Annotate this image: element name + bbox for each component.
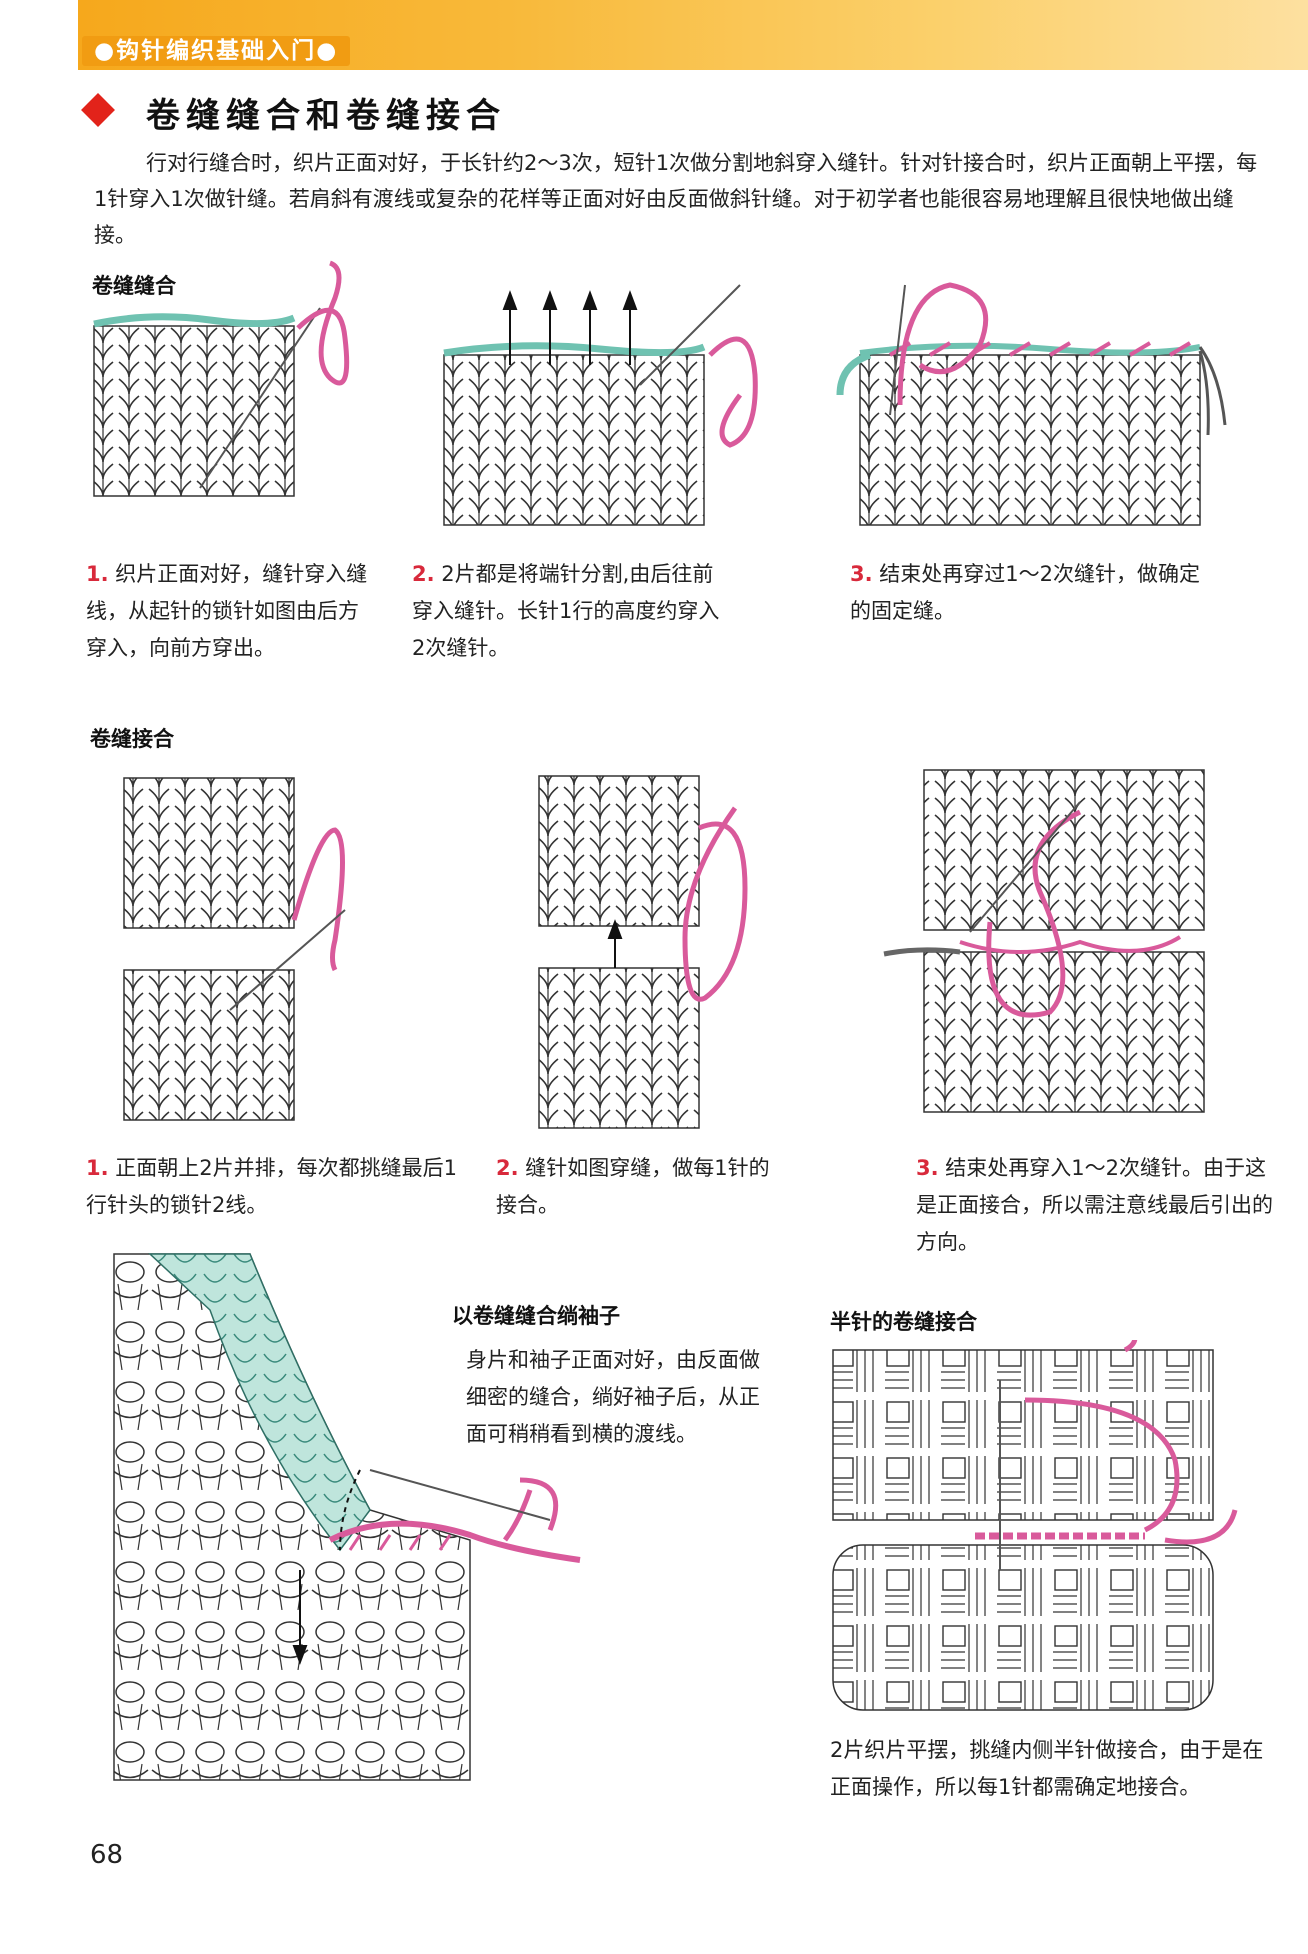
step-text: 2片都是将端针分割,由后往前穿入缝针。长针1行的高度约穿入2次缝针。 [412, 562, 720, 660]
part1-step-2: 2. 2片都是将端针分割,由后往前穿入缝针。长针1行的高度约穿入2次缝针。 [412, 556, 722, 667]
figure-sleeve-seam [113, 1253, 581, 1781]
section-title: 卷缝缝合和卷缝接合 [146, 96, 506, 136]
step-number: 1. [86, 1156, 109, 1180]
part1-step-1: 1. 织片正面对好，缝针穿入缝线，从起针的锁针如图由后方穿入，向前方穿出。 [86, 556, 376, 667]
series-tag: ●钩针编织基础入门● [82, 36, 351, 66]
figure-seam-step-2 [443, 284, 758, 526]
half-title: 半针的卷缝接合 [830, 1310, 977, 1334]
part2-step-2: 2. 缝针如图穿缝，做每1针的接合。 [496, 1150, 786, 1224]
intro-text: 行对行缝合时，织片正面对好，于长针约2～3次，短针1次做分割地斜穿入缝针。针对针… [94, 151, 1258, 247]
step-text: 正面朝上2片并排，每次都挑缝最后1行针头的锁针2线。 [86, 1156, 458, 1217]
title-diamond-icon [81, 93, 115, 127]
step-number: 2. [412, 562, 435, 586]
step-number: 1. [86, 562, 109, 586]
part1-title: 卷缝缝合 [92, 274, 176, 298]
figure-seam-step-3 [836, 282, 1227, 526]
figure-join-step-2 [538, 775, 748, 1129]
part2-step-1: 1. 正面朝上2片并排，每次都挑缝最后1行针头的锁针2线。 [86, 1150, 466, 1224]
step-text: 织片正面对好，缝针穿入缝线，从起针的锁针如图由后方穿入，向前方穿出。 [86, 562, 368, 660]
sleeve-text: 身片和袖子正面对好，由反面做细密的缝合，绱好袖子后，从正面可稍稍看到横的渡线。 [466, 1348, 760, 1446]
figure-join-step-1 [123, 777, 346, 1121]
step-text: 结束处再穿入1～2次缝针。由于这是正面接合，所以需注意线最后引出的方向。 [916, 1156, 1273, 1254]
step-number: 3. [850, 562, 873, 586]
step-text: 结束处再穿过1～2次缝针，做确定的固定缝。 [850, 562, 1201, 623]
step-text: 缝针如图穿缝，做每1针的接合。 [496, 1156, 770, 1217]
part1-step-3: 3. 结束处再穿过1～2次缝针，做确定的固定缝。 [850, 556, 1210, 630]
figure-join-step-3 [883, 769, 1205, 1113]
part2-title: 卷缝接合 [90, 727, 174, 751]
step-number: 3. [916, 1156, 939, 1180]
intro-paragraph: 行对行缝合时，织片正面对好，于长针约2～3次，短针1次做分割地斜穿入缝针。针对针… [94, 145, 1264, 253]
figure-seam-step-1 [93, 260, 350, 497]
figure-half-stitch-join [832, 1340, 1238, 1711]
page-number: 68 [90, 1840, 124, 1870]
half-text: 2片织片平摆，挑缝内侧半针做接合，由于是在正面操作，所以每1针都需确定地接合。 [830, 1738, 1264, 1799]
sleeve-title: 以卷缝缝合绱袖子 [452, 1304, 620, 1328]
step-number: 2. [496, 1156, 519, 1180]
part2-step-3: 3. 结束处再穿入1～2次缝针。由于这是正面接合，所以需注意线最后引出的方向。 [916, 1150, 1276, 1261]
